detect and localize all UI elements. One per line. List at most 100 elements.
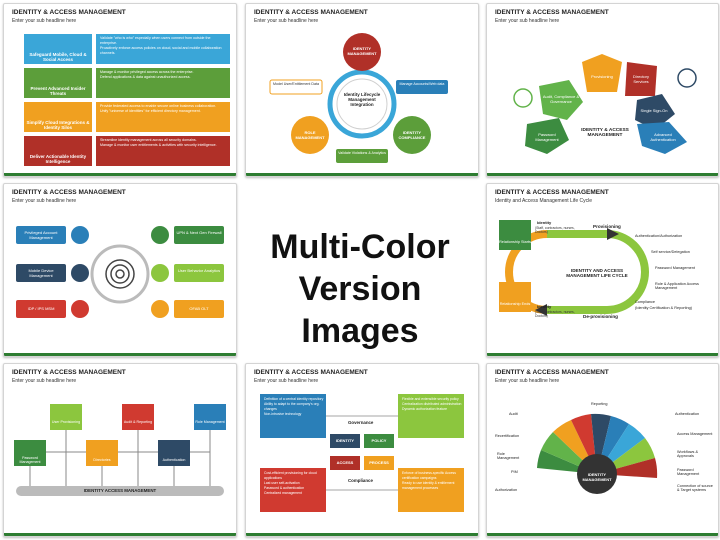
slide-title: IDENTITY & ACCESS MANAGEMENT: [495, 9, 609, 16]
row-3: Simplify Cloud Integrations & Identity S…: [24, 102, 230, 132]
node-identity-management: [343, 33, 381, 71]
quad-label: POLICY: [371, 438, 387, 443]
right-label: Password Management: [677, 468, 700, 476]
tr-text: Flexible and extensible security policy …: [402, 397, 462, 412]
slide-thumbnail-4[interactable]: IDENTITY & ACCESS MANAGEMENT Enter your …: [3, 183, 237, 357]
center-label: IDENTITY & ACCESS MANAGEMENT: [581, 128, 629, 138]
governance-label: Governance: [348, 420, 374, 425]
node-role-management: [291, 116, 329, 154]
bl-bullet: Centralized management: [264, 491, 302, 495]
slide-subtitle: Enter your sub headline here: [495, 18, 560, 24]
step-label: Role & Application Access Management: [655, 282, 699, 290]
left-label: Recertification: [495, 434, 520, 438]
petal-label: Single Sign-On: [640, 108, 668, 113]
box-label: Relationship Starts: [499, 240, 531, 244]
slide-footer-bar: [246, 173, 478, 176]
bullet-1: Streamline identity management across al…: [100, 138, 197, 142]
fan-center: IDENTITY MANAGEMENT: [582, 472, 612, 482]
pillar-label: Authentication: [162, 458, 186, 462]
bullet-1: Manage & monitor privileged access acros…: [100, 70, 194, 74]
pillar-label: User Provisioning: [51, 420, 81, 424]
right-label: OFAB OLT: [189, 306, 209, 311]
center-label: Identity Lifecycle Management Integratio…: [343, 92, 381, 107]
step-label: Password Management: [655, 266, 695, 270]
bullet-1: Provide federated access to enable secur…: [100, 104, 217, 108]
row-label-box: Deliver Actionable Identity Intelligence: [24, 136, 92, 166]
left-label: Mobile Device Management: [28, 268, 54, 278]
identity-sub: (Staff, contractors, nurses, Doctors): [535, 310, 575, 318]
row-text-box: Provide federated access to enable secur…: [96, 102, 230, 132]
slide-thumbnail-6[interactable]: IDENTITY & ACCESS MANAGEMENT Enter your …: [3, 363, 237, 537]
slide-footer-bar: [4, 533, 236, 536]
bl-bullet: Cost-efficient provisioning for cloud ap…: [264, 471, 317, 480]
right-label: UPN & Next Gen Firewall: [176, 230, 222, 235]
quad-label: PROCESS: [369, 460, 389, 465]
pillar-label: Audit & Reporting: [123, 420, 153, 424]
tr-bullet: Dynamic authorization feature: [402, 407, 448, 411]
left-label: Audit: [509, 412, 518, 416]
left-label: Authorization: [495, 488, 518, 492]
heading-line-1: Multi-Color: [270, 228, 450, 266]
slide-thumbnail-8[interactable]: IDENTITY & ACCESS MANAGEMENT Enter your …: [486, 363, 719, 537]
left-label: IDP / IPS MSM: [27, 306, 55, 311]
slide-title: IDENTITY & ACCESS MANAGEMENT: [12, 189, 126, 196]
tag-label: Manage Accounts/Web data: [399, 82, 445, 86]
br-bullet: Ready to use identity & entitlement mana…: [402, 481, 455, 490]
tl-bullet: Non-intrusive technology: [264, 412, 302, 416]
slide-subtitle: Identity and Access Management Life Cycl…: [495, 198, 592, 204]
lifecycle-diagram: [269, 33, 448, 163]
slide-footer-bar: [487, 533, 718, 536]
slide-subtitle: Enter your sub headline here: [12, 378, 77, 384]
slide-title: IDENTITY & ACCESS MANAGEMENT: [12, 369, 126, 376]
slide-thumbnail-3[interactable]: IDENTITY & ACCESS MANAGEMENT Enter your …: [486, 3, 719, 177]
row-label: Prevent Advanced Insider Threats: [30, 86, 86, 96]
node-label: ROLE MANAGEMENT: [295, 130, 325, 140]
fingerprint-diagram: [16, 226, 224, 318]
slide-footer-bar: [487, 353, 718, 356]
step-label: Authentication/Authorization: [635, 234, 683, 238]
tag-label: Model User/Entitlement Data: [273, 82, 319, 86]
box-label: Relationship Ends: [499, 302, 531, 306]
right-label: User Behavior Analytics: [177, 268, 221, 273]
row-label: Simplify Cloud Integrations & Identity S…: [26, 120, 90, 130]
pillar-label: Role Management: [195, 420, 225, 424]
tag-label: Validate Violations & Analytics: [338, 151, 386, 155]
petal-diagram: [513, 54, 697, 154]
right-label: Connection of source & Target systems: [677, 484, 713, 492]
br-bullet: Enforce of business-specific Access cert…: [402, 471, 456, 480]
slide-thumbnail-2[interactable]: IDENTITY & ACCESS MANAGEMENT Enter your …: [245, 3, 479, 177]
slide-subtitle: Enter your sub headline here: [12, 18, 77, 24]
cycle-center: IDENTITY AND ACCESS MANAGEMENT LIFE CYCL…: [566, 268, 628, 278]
row-text-box: Validate "who is who" especially when us…: [96, 34, 230, 64]
pillar-label: Directories: [93, 458, 111, 462]
slide-thumbnail-7[interactable]: IDENTITY & ACCESS MANAGEMENT Enter your …: [245, 363, 479, 537]
fan-diagram: [537, 413, 658, 494]
row-1: Safeguard Mobile, Cloud & Social Access …: [24, 34, 230, 64]
left-label: PIM: [511, 470, 518, 474]
quad-label: ACCESS: [336, 460, 354, 465]
node-identity-compliance: [393, 116, 431, 154]
pillar-label: Password Management: [19, 456, 41, 464]
lifecycle-arrows: [499, 220, 649, 316]
quad-label: IDENTITY: [335, 438, 355, 443]
row-text-box: Streamline identity management across al…: [96, 136, 230, 166]
slide-subtitle: Enter your sub headline here: [254, 378, 319, 384]
petal-label: Provisioning: [591, 74, 613, 79]
slide-thumbnail-5[interactable]: IDENTITY & ACCESS MANAGEMENT Identity an…: [486, 183, 719, 357]
slide-thumbnail-1[interactable]: IDENTITY & ACCESS MANAGEMENT Enter your …: [3, 3, 237, 177]
slide-footer-bar: [246, 533, 478, 536]
petal-label: Directory Services: [632, 74, 649, 84]
bl-bullet: Last user self-activation: [264, 481, 300, 485]
row-label-box: Simplify Cloud Integrations & Identity S…: [24, 102, 92, 132]
node-label: IDENTITY MANAGEMENT: [347, 46, 377, 56]
petal-label: Audit, Compliance & Governance: [542, 94, 580, 104]
slide-footer-bar: [4, 353, 236, 356]
slide-footer-bar: [487, 173, 718, 176]
br-text: Enforce of business-specific Access cert…: [402, 471, 462, 491]
pillar-diagram: [14, 404, 226, 496]
right-label: Workflows & Approvals: [677, 450, 699, 458]
step-label: Self service/Delegation: [651, 250, 690, 254]
row-label: Deliver Actionable Identity Intelligence: [29, 154, 87, 164]
bullet-2: Proactively enforce access policies on c…: [100, 46, 222, 55]
row-2: Prevent Advanced Insider Threats Manage …: [24, 68, 230, 98]
